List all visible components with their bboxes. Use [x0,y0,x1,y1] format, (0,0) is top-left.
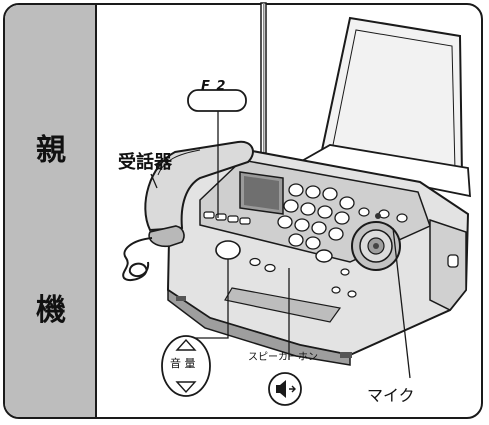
leader-handset [150,173,158,189]
antenna [260,2,267,154]
side-tab: 親 機 [5,5,97,417]
callout-handset: 受話器 [118,152,172,173]
callout-mic: マイク [367,386,415,405]
callout-speakerphone: スピーカーホン [248,352,318,363]
handset-cord [122,237,153,282]
callout-volume-key: 音 量 [170,357,196,370]
side-tab-char-unit: 機 [36,293,66,328]
paper-tray [297,16,471,198]
speaker-key-body [315,249,333,263]
fax-body [166,146,470,366]
leader-mic [392,227,411,379]
speaker-icon [276,380,296,398]
volume-key [161,335,211,397]
mic-hole [375,213,381,219]
leader-volume [186,259,229,339]
callout-f2-key: F 2 [201,79,227,94]
navigator-dial [351,221,401,271]
f2-key [187,89,247,112]
volume-key-body [215,240,241,260]
handset [144,140,254,248]
side-tab-char-parent: 親 [36,133,66,168]
triangle-up-icon [175,338,197,351]
speaker-key [268,372,302,406]
triangle-down-icon [175,381,197,394]
